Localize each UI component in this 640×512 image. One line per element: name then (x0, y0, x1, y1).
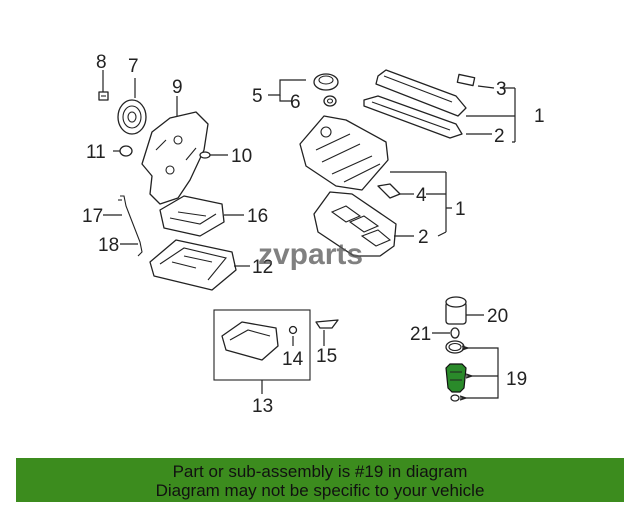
part-20-filter-housing[interactable] (445, 296, 484, 325)
callout-15: 15 (316, 346, 337, 367)
part-16-baffle[interactable] (159, 195, 244, 237)
part-5-oil-cap[interactable] (268, 73, 339, 96)
callout-13: 13 (252, 396, 273, 417)
part-15-shield[interactable] (315, 319, 339, 346)
callout-16: 16 (247, 206, 268, 227)
callout-12: 12 (252, 257, 273, 278)
callout-5: 5 (252, 86, 263, 107)
callout-10: 10 (231, 146, 252, 167)
callout-1a: 1 (534, 106, 545, 127)
callout-3: 3 (496, 79, 507, 100)
part-8-bolt[interactable] (98, 70, 109, 101)
part-11-seal[interactable] (113, 145, 133, 157)
part-14-plug[interactable] (288, 325, 298, 347)
part-21-seal[interactable] (432, 327, 460, 339)
part-2-cover-gasket[interactable] (313, 191, 414, 257)
part-1-cylinder-head-cover[interactable] (299, 115, 389, 191)
part-9-timing-cover[interactable] (141, 96, 209, 205)
part-1-valve-cover-upper[interactable] (363, 69, 467, 139)
part-3-bolt[interactable] (456, 73, 495, 89)
part-4-bracket[interactable] (377, 183, 414, 199)
callout-8: 8 (96, 52, 107, 73)
callout-14: 14 (282, 349, 304, 370)
callout-7: 7 (128, 56, 139, 77)
callout-20: 20 (487, 306, 508, 327)
callout-9: 9 (172, 77, 183, 98)
banner-line-2: Diagram may not be specific to your vehi… (155, 481, 485, 500)
part-7-pulley[interactable] (117, 78, 147, 135)
callout-17: 17 (82, 206, 103, 227)
callout-18: 18 (98, 235, 119, 256)
callout-1b: 1 (455, 199, 466, 220)
callout-21: 21 (410, 324, 431, 345)
info-banner: Part or sub-assembly is #19 in diagram D… (16, 458, 624, 502)
callout-2b: 2 (418, 227, 429, 248)
part-19-oil-filter-kit[interactable] (445, 340, 499, 402)
callout-19: 19 (506, 369, 527, 390)
banner-line-1: Part or sub-assembly is #19 in diagram (172, 462, 468, 481)
part-12-oil-pan[interactable] (149, 239, 250, 291)
callout-4: 4 (416, 185, 427, 206)
part-17-18-dipstick[interactable] (103, 195, 143, 257)
part-6-seal[interactable] (279, 95, 337, 107)
watermark-logo: zvparts (258, 238, 363, 271)
callout-2a: 2 (494, 126, 505, 147)
callout-11: 11 (86, 142, 106, 163)
callout-6: 6 (290, 92, 301, 113)
part-13-assembly-box[interactable] (213, 309, 311, 394)
parts-diagram: 8 7 9 11 10 17 18 16 12 5 6 3 1 2 4 1 2 … (82, 52, 545, 417)
part-10-gasket[interactable] (199, 151, 228, 159)
